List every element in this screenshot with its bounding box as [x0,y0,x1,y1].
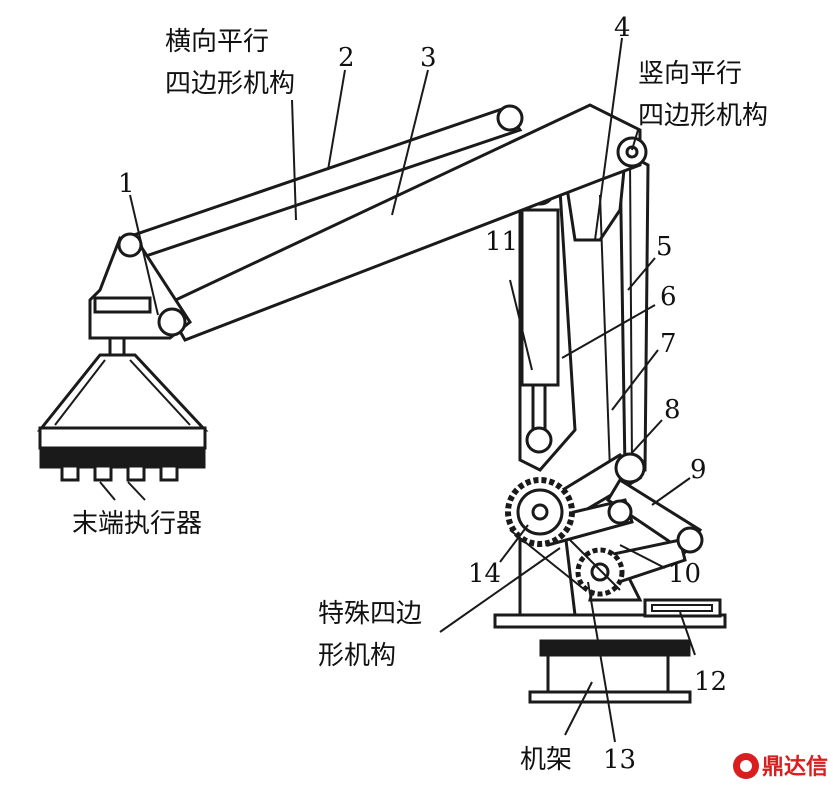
leader-10 [619,544,666,569]
upper-arm [122,103,648,342]
special-quadrilateral [505,452,704,617]
wrist-1 [88,232,192,340]
frame-body [546,653,670,697]
gear-13-center [590,562,610,582]
leader-7 [611,349,659,411]
leader-5 [627,257,656,291]
part-number-8: 8 [664,395,681,425]
effector-strut-left [54,359,106,426]
part-number-7: 7 [660,329,677,359]
leader-12 [679,611,696,656]
motor-12 [643,598,722,618]
pin-9 [676,526,704,554]
base-frame [493,598,727,704]
leader-8 [629,419,663,456]
finger-3 [126,464,146,482]
leader-special-quadrilateral [439,547,561,633]
turntable-plate [493,613,727,629]
cylinder-barrel [520,208,560,387]
text-labels: 横向平行 四边形机构 竖向平行 四边形机构 特殊四边 形机构 末端执行器 机架 … [72,13,768,775]
label-vertical-parallelogram-line2: 四边形机构 [638,101,768,131]
label-special-quadrilateral-line2: 形机构 [318,641,396,671]
leader-14 [499,524,529,563]
leader-2 [327,69,346,171]
label-end-effector: 末端执行器 [72,509,202,539]
part-number-11: 11 [485,227,518,257]
leader-1 [129,194,159,316]
leader-end-effector-b [127,481,146,501]
slewing-bearing [539,639,691,657]
leader-frame [564,681,593,736]
part-number-5: 5 [656,232,673,262]
part-number-4: 4 [614,13,631,43]
watermark: 鼎达信 [733,753,828,780]
cylinder-bottom-pin [525,426,553,454]
label-horizontal-parallelogram-line1: 横向平行 [165,27,269,57]
effector-gripper-body [39,447,206,469]
link-7-inner [629,159,633,466]
label-horizontal-parallelogram-line2: 四边形机构 [165,69,295,99]
part-number-14: 14 [468,559,501,589]
part-number-10: 10 [668,559,701,589]
leader-6 [561,304,656,359]
effector-frame [36,353,209,432]
leader-13 [587,581,616,743]
wrist-bottom-pin [157,307,187,337]
leader-9 [651,477,691,506]
frame-foot [528,690,692,704]
part-number-9: 9 [690,455,707,485]
leader-lines [99,37,696,743]
leader-end-effector-a [99,481,116,501]
leader-11 [509,279,533,371]
belt-left [509,529,586,591]
label-frame: 机架 [520,745,572,775]
part-number-6: 6 [660,282,677,312]
leader-3 [391,69,429,216]
pin-8 [614,452,646,484]
watermark-logo-inner [740,760,752,772]
part-number-1: 1 [118,169,135,199]
label-vertical-parallelogram-line1: 竖向平行 [638,59,742,89]
end-effector [36,336,209,482]
effector-strut-right [129,359,191,426]
leader-4 [594,37,623,241]
part-number-3: 3 [420,43,437,73]
part-number-12: 12 [694,667,727,697]
finger-4 [159,464,179,482]
watermark-text: 鼎达信 [762,754,828,780]
effector-gripper-top [38,426,207,450]
finger-2 [93,464,113,482]
link-7 [618,147,650,472]
leader-vertical-parallelogram [631,129,639,151]
label-special-quadrilateral-line1: 特殊四边 [318,599,422,629]
gear-14-center [531,503,549,521]
wrist-flange [93,296,152,314]
finger-1 [60,464,80,482]
wrist-top-pin [117,232,143,258]
part-number-13: 13 [603,745,636,775]
pin-10 [607,499,633,525]
part-number-2: 2 [338,43,355,73]
link-2-pin [496,104,524,132]
belt-right [569,539,621,591]
motor-12-detail [651,604,713,612]
leader-horizontal-parallelogram [291,99,297,221]
